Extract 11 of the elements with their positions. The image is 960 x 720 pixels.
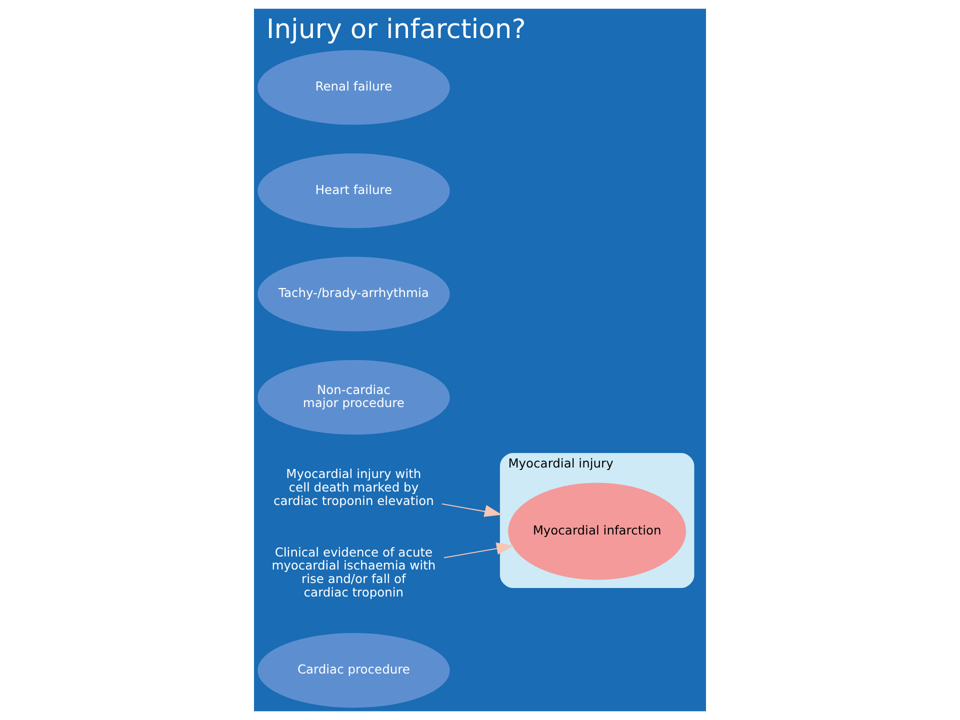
diagram-title: Injury or infarction? — [266, 14, 526, 46]
arrow — [442, 503, 502, 517]
node-text: Clinical evidence of acute myocardial ischaemia with rise and/or fall of cardiac troponin — [272, 545, 436, 600]
node-ellipse: Cardiac procedure — [258, 633, 450, 708]
node-ellipse: Tachy-/brady-arrhythmia — [258, 256, 450, 332]
node-ellipse: Heart failure — [258, 153, 450, 228]
node-ellipse: Myocardial infarction — [508, 482, 686, 580]
node-ellipse: Renal failure — [258, 50, 450, 125]
arrow — [444, 542, 514, 558]
node-text: Myocardial injury with cell death marked by cardiac troponin elevation — [273, 467, 434, 508]
node-ellipse: Non-cardiac major procedure — [258, 360, 450, 435]
